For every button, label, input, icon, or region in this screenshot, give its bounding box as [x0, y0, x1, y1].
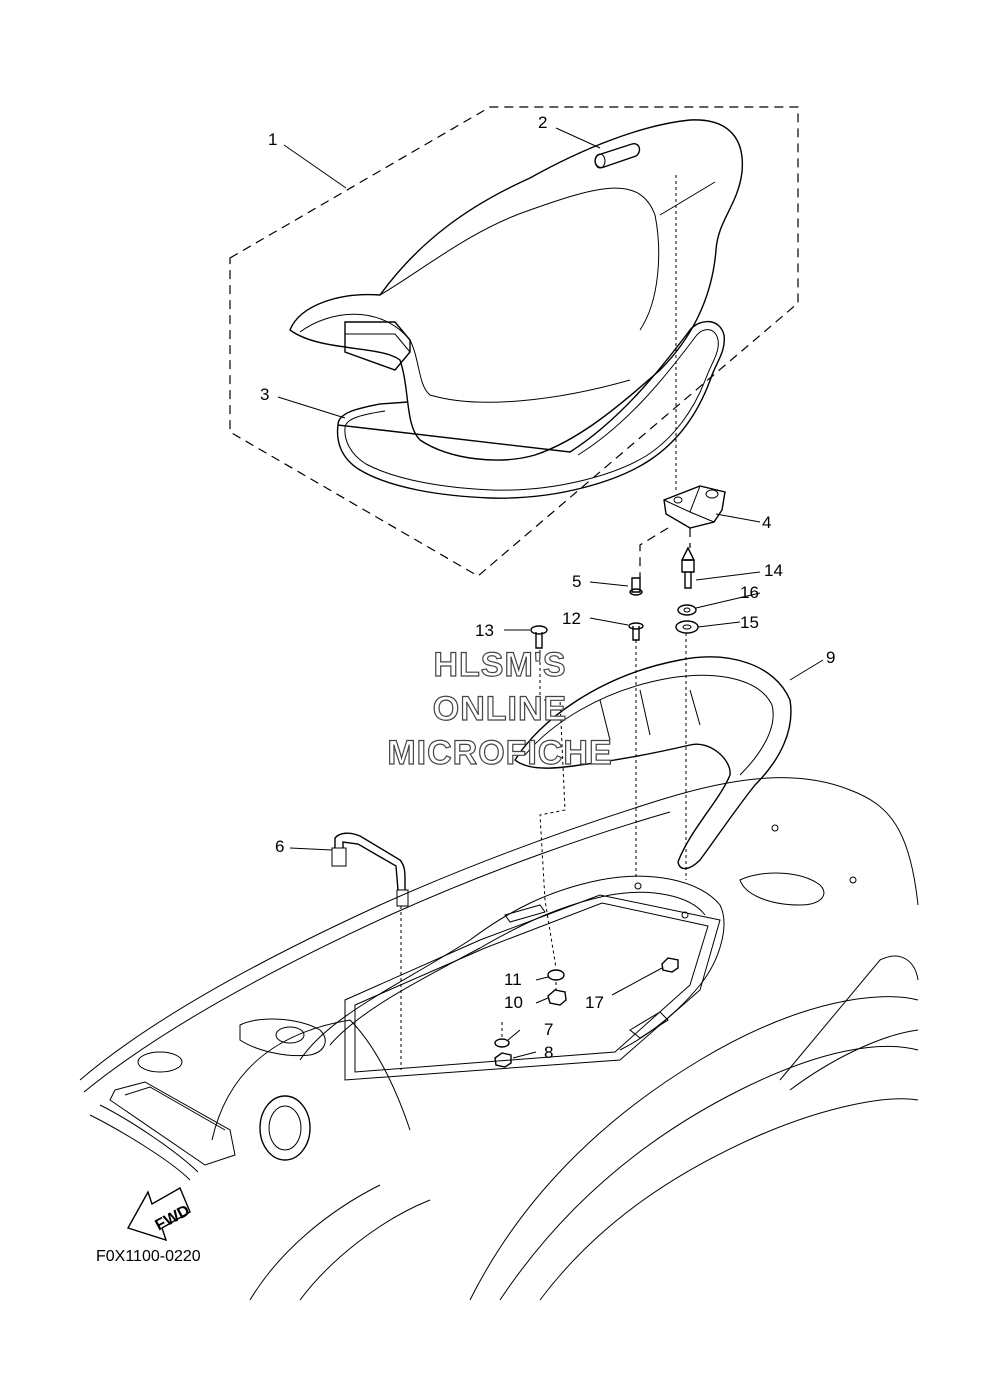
watermark-line-3: MICROFICHE	[387, 734, 612, 772]
part-label-8[interactable]: 8	[544, 1043, 553, 1062]
bolt-12[interactable]	[628, 622, 644, 641]
part-label-9[interactable]: 9	[826, 648, 835, 667]
part-label-17[interactable]: 17	[585, 993, 604, 1012]
seat-assembly-group	[229, 106, 799, 577]
drawing-code: F0X1100-0220	[96, 1248, 201, 1265]
watermark-line-2: ONLINE	[433, 690, 567, 728]
seat-lock-pin-14[interactable]	[680, 546, 696, 589]
washer-16[interactable]	[677, 604, 697, 616]
washer-11[interactable]	[547, 969, 565, 981]
bolt-5[interactable]	[629, 577, 643, 596]
forward-arrow-icon: FWD	[126, 1186, 193, 1242]
part-label-3[interactable]: 3	[260, 385, 269, 404]
bolt-13[interactable]	[530, 625, 548, 649]
watermark: HLSM'S ONLINE MICROFICHE	[387, 645, 613, 772]
washer-7[interactable]	[494, 1038, 510, 1048]
part-label-10[interactable]: 10	[504, 993, 523, 1012]
part-label-7[interactable]: 7	[544, 1020, 553, 1039]
watermark-line-1: HLSM'S	[433, 646, 566, 684]
u-bolt-6[interactable]	[331, 832, 409, 907]
leader-lines	[277, 127, 824, 1059]
part-label-11[interactable]: 11	[504, 970, 522, 989]
hull-deck	[79, 777, 919, 1301]
washer-15[interactable]	[675, 620, 699, 634]
part-label-1[interactable]: 1	[268, 130, 277, 149]
part-label-2[interactable]: 2	[538, 113, 547, 132]
nut-10[interactable]	[547, 989, 567, 1006]
fwd-label: FWD	[153, 1202, 193, 1234]
seat[interactable]	[289, 119, 744, 461]
part-label-5[interactable]: 5	[572, 572, 581, 591]
part-label-16[interactable]: 16	[740, 583, 759, 602]
part-label-12[interactable]: 12	[562, 609, 581, 628]
seat-hook-bracket[interactable]	[663, 485, 726, 529]
assembly-guides	[400, 175, 691, 1070]
grab-strap[interactable]	[594, 143, 641, 169]
part-label-4[interactable]: 4	[762, 513, 771, 532]
part-label-6[interactable]: 6	[275, 837, 284, 856]
seat-seal[interactable]	[336, 320, 726, 499]
part-labels: 1 2 3 4 5 6 7 8 9 10 11 12 13 14 15 16 1…	[260, 113, 835, 1062]
nut-8[interactable]	[494, 1052, 512, 1068]
part-label-14[interactable]: 14	[764, 561, 783, 580]
nut-17[interactable]	[661, 957, 679, 973]
part-label-15[interactable]: 15	[740, 613, 759, 632]
rear-grab-handle[interactable]	[514, 656, 792, 870]
part-label-13[interactable]: 13	[475, 621, 494, 640]
